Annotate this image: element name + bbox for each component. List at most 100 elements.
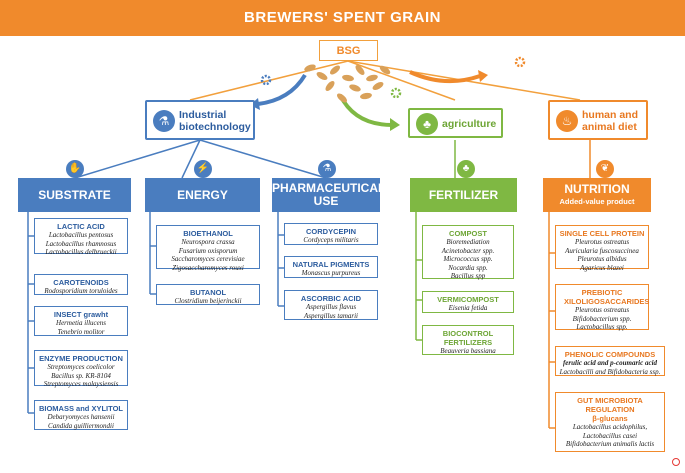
category-label-line2: animal diet	[582, 121, 637, 133]
organism: Lactobacillus rhamnosus	[45, 239, 117, 248]
organism: Lactobacillus spp.	[576, 323, 628, 331]
organism: Pleurotus ostreatus	[574, 306, 630, 314]
box-bioethanol: BIOETHANOL Neurospora crassa Fusarium ox…	[156, 225, 260, 272]
category-human-animal-diet: ♨ human and animal diet	[548, 100, 648, 140]
header-nutrition: NUTRITION Added-value product	[543, 178, 651, 212]
organism: Lactobacillus casei	[582, 431, 638, 440]
organism: Pleurotus albidus	[577, 255, 627, 263]
box-butanol: BUTANOL Clostridium beijerinckii	[156, 284, 260, 305]
organism: Bifidobacterium animalis lactis	[565, 440, 655, 448]
flask-icon: ⚗	[318, 160, 336, 178]
organism: Agaricus blazei	[580, 263, 624, 272]
box-carotenoids: CAROTENOIDS Rodosporidium toruloides	[34, 274, 128, 295]
header-substrate: SUBSTRATE	[18, 178, 131, 212]
organism: Clostridium beijerinckii	[174, 297, 242, 305]
organism: Aspergillus tamarii	[304, 311, 358, 320]
organism: Candida guilliermondii	[48, 421, 114, 430]
box-biomass-xylitol: BIOMASS and XYLITOL Debaryomyces hanseni…	[34, 400, 128, 430]
header-subtitle: Added-value product	[559, 197, 635, 206]
organism: Auricularia fuscosuccinea	[565, 246, 639, 255]
organism: Acinetobacter spp.	[441, 246, 495, 255]
category-label-line2: biotechnology	[179, 121, 251, 133]
category-label-line1: human and	[582, 109, 639, 121]
category-industrial-biotechnology: ⚗ Industrial biotechnology	[145, 100, 255, 140]
box-vermicompost: VERMICOMPOST Eisenia fetida	[422, 291, 514, 313]
header-line1: NUTRITION	[564, 182, 630, 196]
organism: Streptomyces malaysiensis	[43, 380, 119, 388]
box-title: LACTIC ACID	[57, 222, 105, 231]
box-natural-pigments: NATURAL PIGMENTS Monascus purpureus	[284, 256, 378, 278]
box-title: ENZYME PRODUCTION	[39, 354, 123, 363]
organism: Bacillus spp	[450, 272, 486, 280]
organism: Hermetia illucens	[56, 319, 106, 327]
box-insect-growth: INSECT grawht Hermetia illucens Tenebrio…	[34, 306, 128, 336]
category-label: agriculture	[442, 118, 497, 130]
organism: Rodosporidium toruloides	[44, 287, 118, 295]
bsg-root-node: BSG	[319, 40, 378, 61]
title-banner: BREWERS' SPENT GRAIN	[0, 0, 685, 36]
plant-icon: ♣	[416, 113, 438, 135]
organism: Tenebrio molitor	[57, 327, 105, 336]
organism: Lactobacillus pentosus	[48, 231, 114, 239]
box-biocontrol-fertilizers: BIOCONTROL FERTILIZERS Beauveria bassian…	[422, 325, 514, 355]
organism: Bifidobacterium spp.	[572, 314, 632, 323]
lightning-icon: ⚡	[194, 160, 212, 178]
organism: Fusarium oxisporum	[178, 246, 238, 255]
compound: ferulic acid and p-coumaric acid	[562, 359, 658, 367]
category-agriculture: ♣ agriculture	[408, 108, 503, 138]
organism: Bioremediation	[446, 238, 490, 246]
box-cordycepin: CORDYCEPIN Cordyceps militaris	[284, 223, 378, 245]
box-title: BIOMASS and XYLITOL	[38, 404, 124, 413]
header-line2: USE	[313, 194, 339, 208]
box-title: BIOETHANOL	[183, 229, 233, 238]
organism: Nocardia spp.	[448, 263, 488, 272]
organism: Lactobacilli and Bifidobacteria ssp.	[559, 367, 661, 376]
organism: Cordyceps militaris	[303, 236, 359, 244]
box-title: CAROTENOIDS	[53, 278, 109, 287]
corner-logo-icon	[672, 458, 680, 466]
organism: Bacillus sp. KR-8104	[51, 371, 111, 380]
box-phenolic-compounds: PHENOLIC COMPOUNDS ferulic acid and p-co…	[555, 346, 665, 376]
box-title: COMPOST	[449, 229, 487, 238]
box-gut-microbiota-regulation: GUT MICROBIOTA REGULATION β-glucans Lact…	[555, 392, 665, 452]
organism: Pleurotus ostreatus	[574, 238, 630, 246]
header-line1: PHARMACEUTICAL	[272, 181, 386, 195]
organism: Aspergillus flavus	[305, 303, 357, 311]
organism: Saccharomyces cerevisiae	[171, 255, 245, 263]
box-title: GUT MICROBIOTA REGULATION	[577, 396, 643, 414]
organism: Neurospora crassa	[181, 238, 235, 246]
organism: Beauveria bassiana	[440, 347, 496, 355]
box-enzyme-production: ENZYME PRODUCTION Streptomyces coelicolo…	[34, 350, 128, 388]
category-label-line1: Industrial	[179, 109, 227, 121]
organism: Debaryomyces hansenii	[47, 413, 115, 421]
box-title: BIOCONTROL FERTILIZERS	[442, 329, 494, 347]
header-energy: ENERGY	[145, 178, 260, 212]
box-subtitle: β-glucans	[592, 414, 628, 423]
sprout-icon: ♣	[457, 160, 475, 178]
box-ascorbic-acid: ASCORBIC ACID Aspergillus flavus Aspergi…	[284, 290, 378, 320]
organism: Lactobacillus acidophilus,	[572, 423, 648, 431]
box-prebiotic-xylooligosaccharides: PREBIOTIC XILOLIGOSACCARIDES Pleurotus o…	[555, 284, 650, 331]
box-single-cell-protein: SINGLE CELL PROTEIN Pleurotus ostreatus …	[555, 225, 649, 272]
lab-icon: ⚗	[153, 110, 175, 132]
organism: Zigosaccharomyces rouxi	[172, 263, 244, 272]
box-title: VERMICOMPOST	[437, 295, 499, 304]
box-title: SINGLE CELL PROTEIN	[559, 229, 645, 238]
box-lactic-acid: LACTIC ACID Lactobacillus pentosus Lacto…	[34, 218, 128, 256]
box-title: INSECT grawht	[53, 310, 109, 319]
box-title: PHENOLIC COMPOUNDS	[564, 350, 656, 359]
organism: Lactobacillus delbrueckii	[45, 248, 117, 256]
header-pharmaceutical-use: PHARMACEUTICAL USE	[272, 178, 386, 212]
box-title: PREBIOTIC XILOLIGOSACCARIDES	[564, 288, 650, 306]
header-fertilizer: FERTILIZER	[410, 178, 517, 212]
box-title: CORDYCEPIN	[305, 227, 356, 236]
organism: Monascus purpureus	[301, 269, 361, 277]
food-icon: ♨	[556, 110, 578, 132]
organism: Eisenia fetida	[448, 304, 488, 312]
organism: Streptomyces coelicolor	[47, 363, 115, 371]
box-title: NATURAL PIGMENTS	[292, 260, 370, 269]
organism: Micrococcus spp.	[443, 255, 493, 263]
handshake-icon: ✋	[66, 160, 84, 178]
grain-icon: ❦	[596, 160, 614, 178]
